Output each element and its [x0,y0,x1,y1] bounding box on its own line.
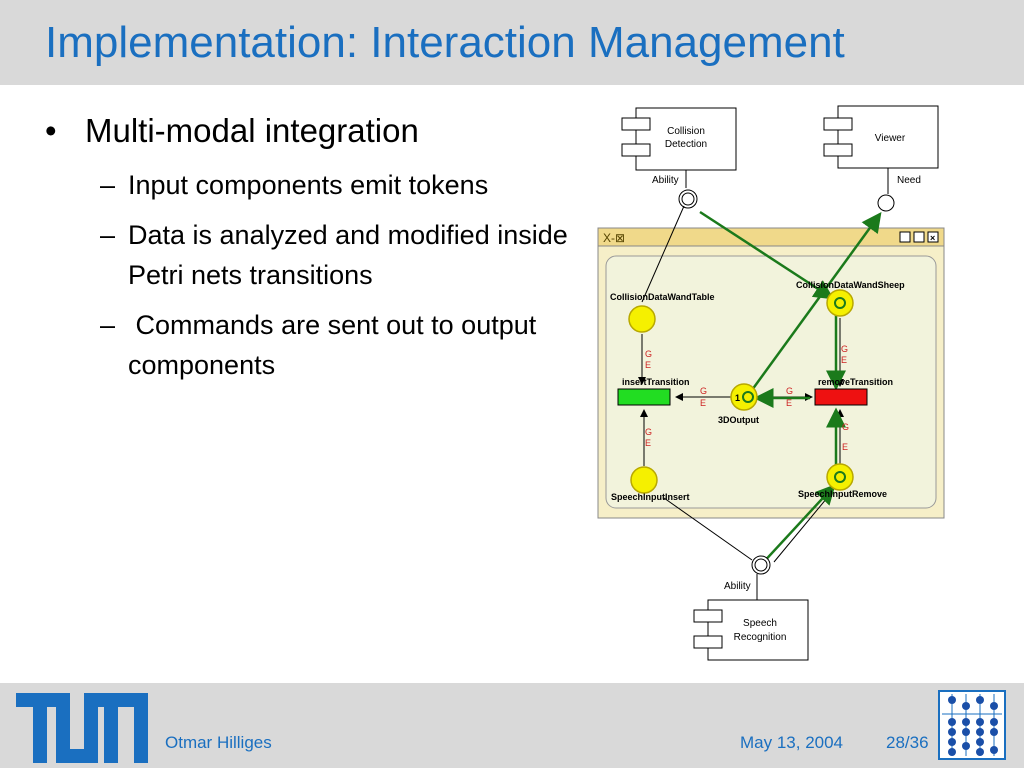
arc-labels: G E G E G E G E G E G E [645,344,849,452]
arc-label-g: G [842,422,849,432]
arc-label-g: G [700,386,707,396]
port-label-viewer-need: Need [897,175,921,186]
arc-label-g: G [786,386,793,396]
place-wand-sheep: CollisionDataWandSheep [796,280,905,317]
place-label-wand-sheep: CollisionDataWandSheep [796,280,905,290]
arc-label-e: E [786,398,792,408]
arc-label-e: E [842,442,848,452]
window-close-button[interactable] [927,231,939,243]
abacus-logo [938,690,1006,760]
component-speech-recognition: Speech Recognition [693,599,809,661]
place-label-speech-insert: SpeechInputInsert [611,492,690,502]
place-wand-table: CollisionDataWandTable [610,292,715,333]
header-band [0,0,1024,85]
component-collision-detection: Collision Detection [621,107,737,171]
place-label-3d-output: 3DOutput [718,415,759,425]
window-maximize-button[interactable] [913,231,925,243]
arc-label-e: E [841,355,847,365]
transition-remove: removeTransition [814,377,893,406]
place-speech-remove: SpeechInputRemove [798,463,887,499]
transition-insert: insertTransition [617,377,690,406]
interaction-diagram: Collision Detection Ability Viewer Need … [597,105,945,661]
transition-label-insert: insertTransition [622,377,690,387]
subbullet-dash: – [100,220,116,250]
tum-logo [16,693,148,763]
subbullet-text: Data is analyzed and modified inside Pet… [128,220,568,290]
place-label-wand-table: CollisionDataWandTable [610,292,715,302]
window-title: X-⊠ [603,231,625,245]
slide-title: Implementation: Interaction Management [45,18,845,67]
close-icon: × [930,233,935,243]
arc-label-g: G [645,427,652,437]
place-3d-output: 1 3DOutput [718,383,759,425]
speech-label-line2: Recognition [734,632,787,643]
footer-band [0,683,1024,768]
footer-author: Otmar Hilliges [165,733,272,752]
arc-label-e: E [645,438,651,448]
footer-date: May 13, 2004 [740,733,844,752]
petri-net-window: X-⊠ × [597,227,945,519]
collision-label-line2: Detection [665,139,707,150]
bullet-text: Multi-modal integration [85,112,419,149]
port-label-speech-ability: Ability [724,581,751,592]
subbullet-text: Input components emit tokens [128,170,489,200]
port-viewer-need [877,194,895,212]
bullet-dot: • [45,112,57,149]
collision-label-line1: Collision [667,126,705,137]
speech-label-line1: Speech [743,618,777,629]
port-collision-ability [678,189,698,209]
viewer-label: Viewer [875,133,906,144]
window-minimize-button[interactable] [899,231,911,243]
footer-page-number: 28/36 [886,733,929,752]
subbullet-dash: – [100,170,116,200]
port-label-collision-ability: Ability [652,175,679,186]
place-label-speech-remove: SpeechInputRemove [798,489,887,499]
arc-label-g: G [841,344,848,354]
place-speech-insert: SpeechInputInsert [611,466,690,502]
place-token-count: 1 [735,393,740,403]
subbullet-dash: – [100,310,116,340]
arc-label-e: E [700,398,706,408]
transition-label-remove: removeTransition [818,377,893,387]
arc-label-g: G [645,349,652,359]
arc-label-e: E [645,360,651,370]
port-speech-ability [751,555,771,575]
token-flow [699,210,882,567]
component-viewer: Viewer [823,105,939,169]
subbullet-text: Commands are sent out to output componen… [128,310,544,380]
